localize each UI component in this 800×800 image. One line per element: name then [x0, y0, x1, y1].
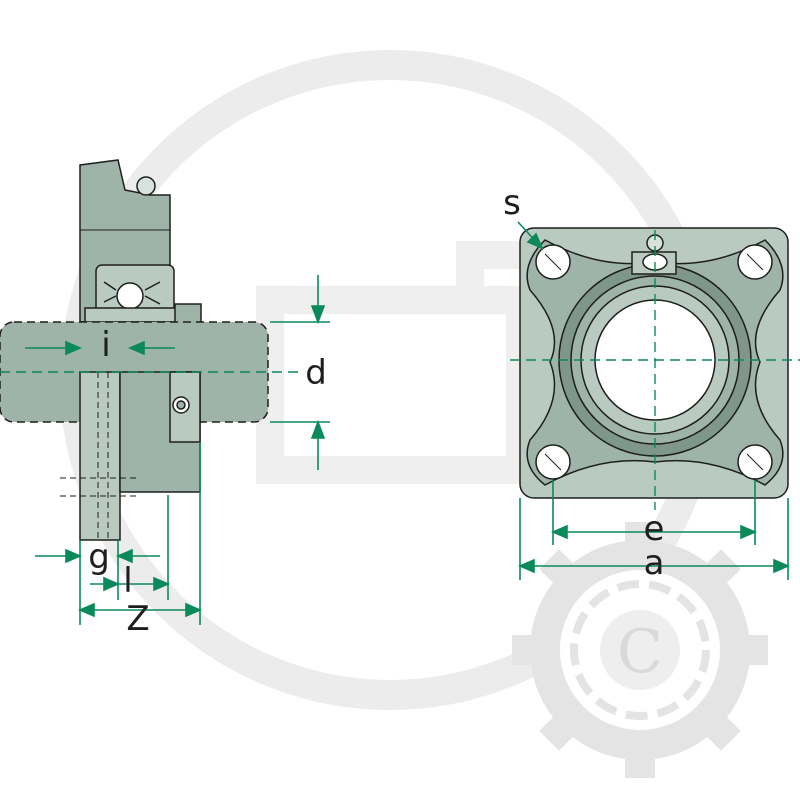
label-z: Z	[126, 599, 149, 639]
label-s: s	[503, 183, 521, 223]
set-screw	[174, 303, 202, 325]
ball-icon	[116, 282, 144, 310]
label-g: g	[88, 537, 110, 577]
gear-logo-icon: C	[512, 522, 768, 778]
watermark: C	[60, 50, 768, 778]
label-e: e	[644, 509, 665, 549]
label-d: d	[305, 353, 327, 393]
housing-lower	[79, 371, 121, 541]
side-dimensions	[25, 275, 330, 625]
grease-nipple-icon	[136, 176, 156, 196]
front-view	[510, 227, 800, 510]
collar	[84, 307, 186, 323]
side-view	[0, 159, 300, 541]
mounting-holes	[535, 244, 773, 480]
label-a: a	[644, 543, 665, 583]
watermark-letter: C	[617, 617, 663, 687]
label-i: i	[101, 325, 110, 365]
label-l: l	[123, 561, 132, 601]
front-dimensions	[517, 221, 791, 580]
